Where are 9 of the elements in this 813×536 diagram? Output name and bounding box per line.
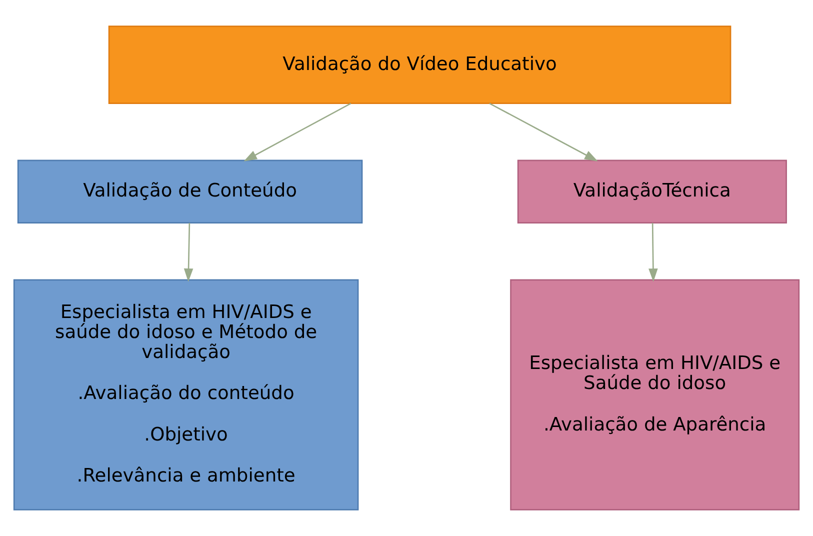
arrow <box>489 102 598 162</box>
node-box: Validação de Conteúdo <box>17 160 363 224</box>
arrow <box>244 102 352 162</box>
node-box: Especialista em HIV/AIDS e saúde do idoso e Método de validação .Avaliação do conteúdo .Objetivo .Relevância e ambiente <box>13 279 359 510</box>
node-box: Validação do Vídeo Educativo <box>108 26 732 104</box>
arrow <box>184 222 194 282</box>
node-box: ValidaçãoTécnica <box>517 160 787 224</box>
node-box: Especialista em HIV/AIDS e Saúde do idoso .Avaliação de Aparência <box>510 279 800 510</box>
arrow <box>648 222 658 282</box>
